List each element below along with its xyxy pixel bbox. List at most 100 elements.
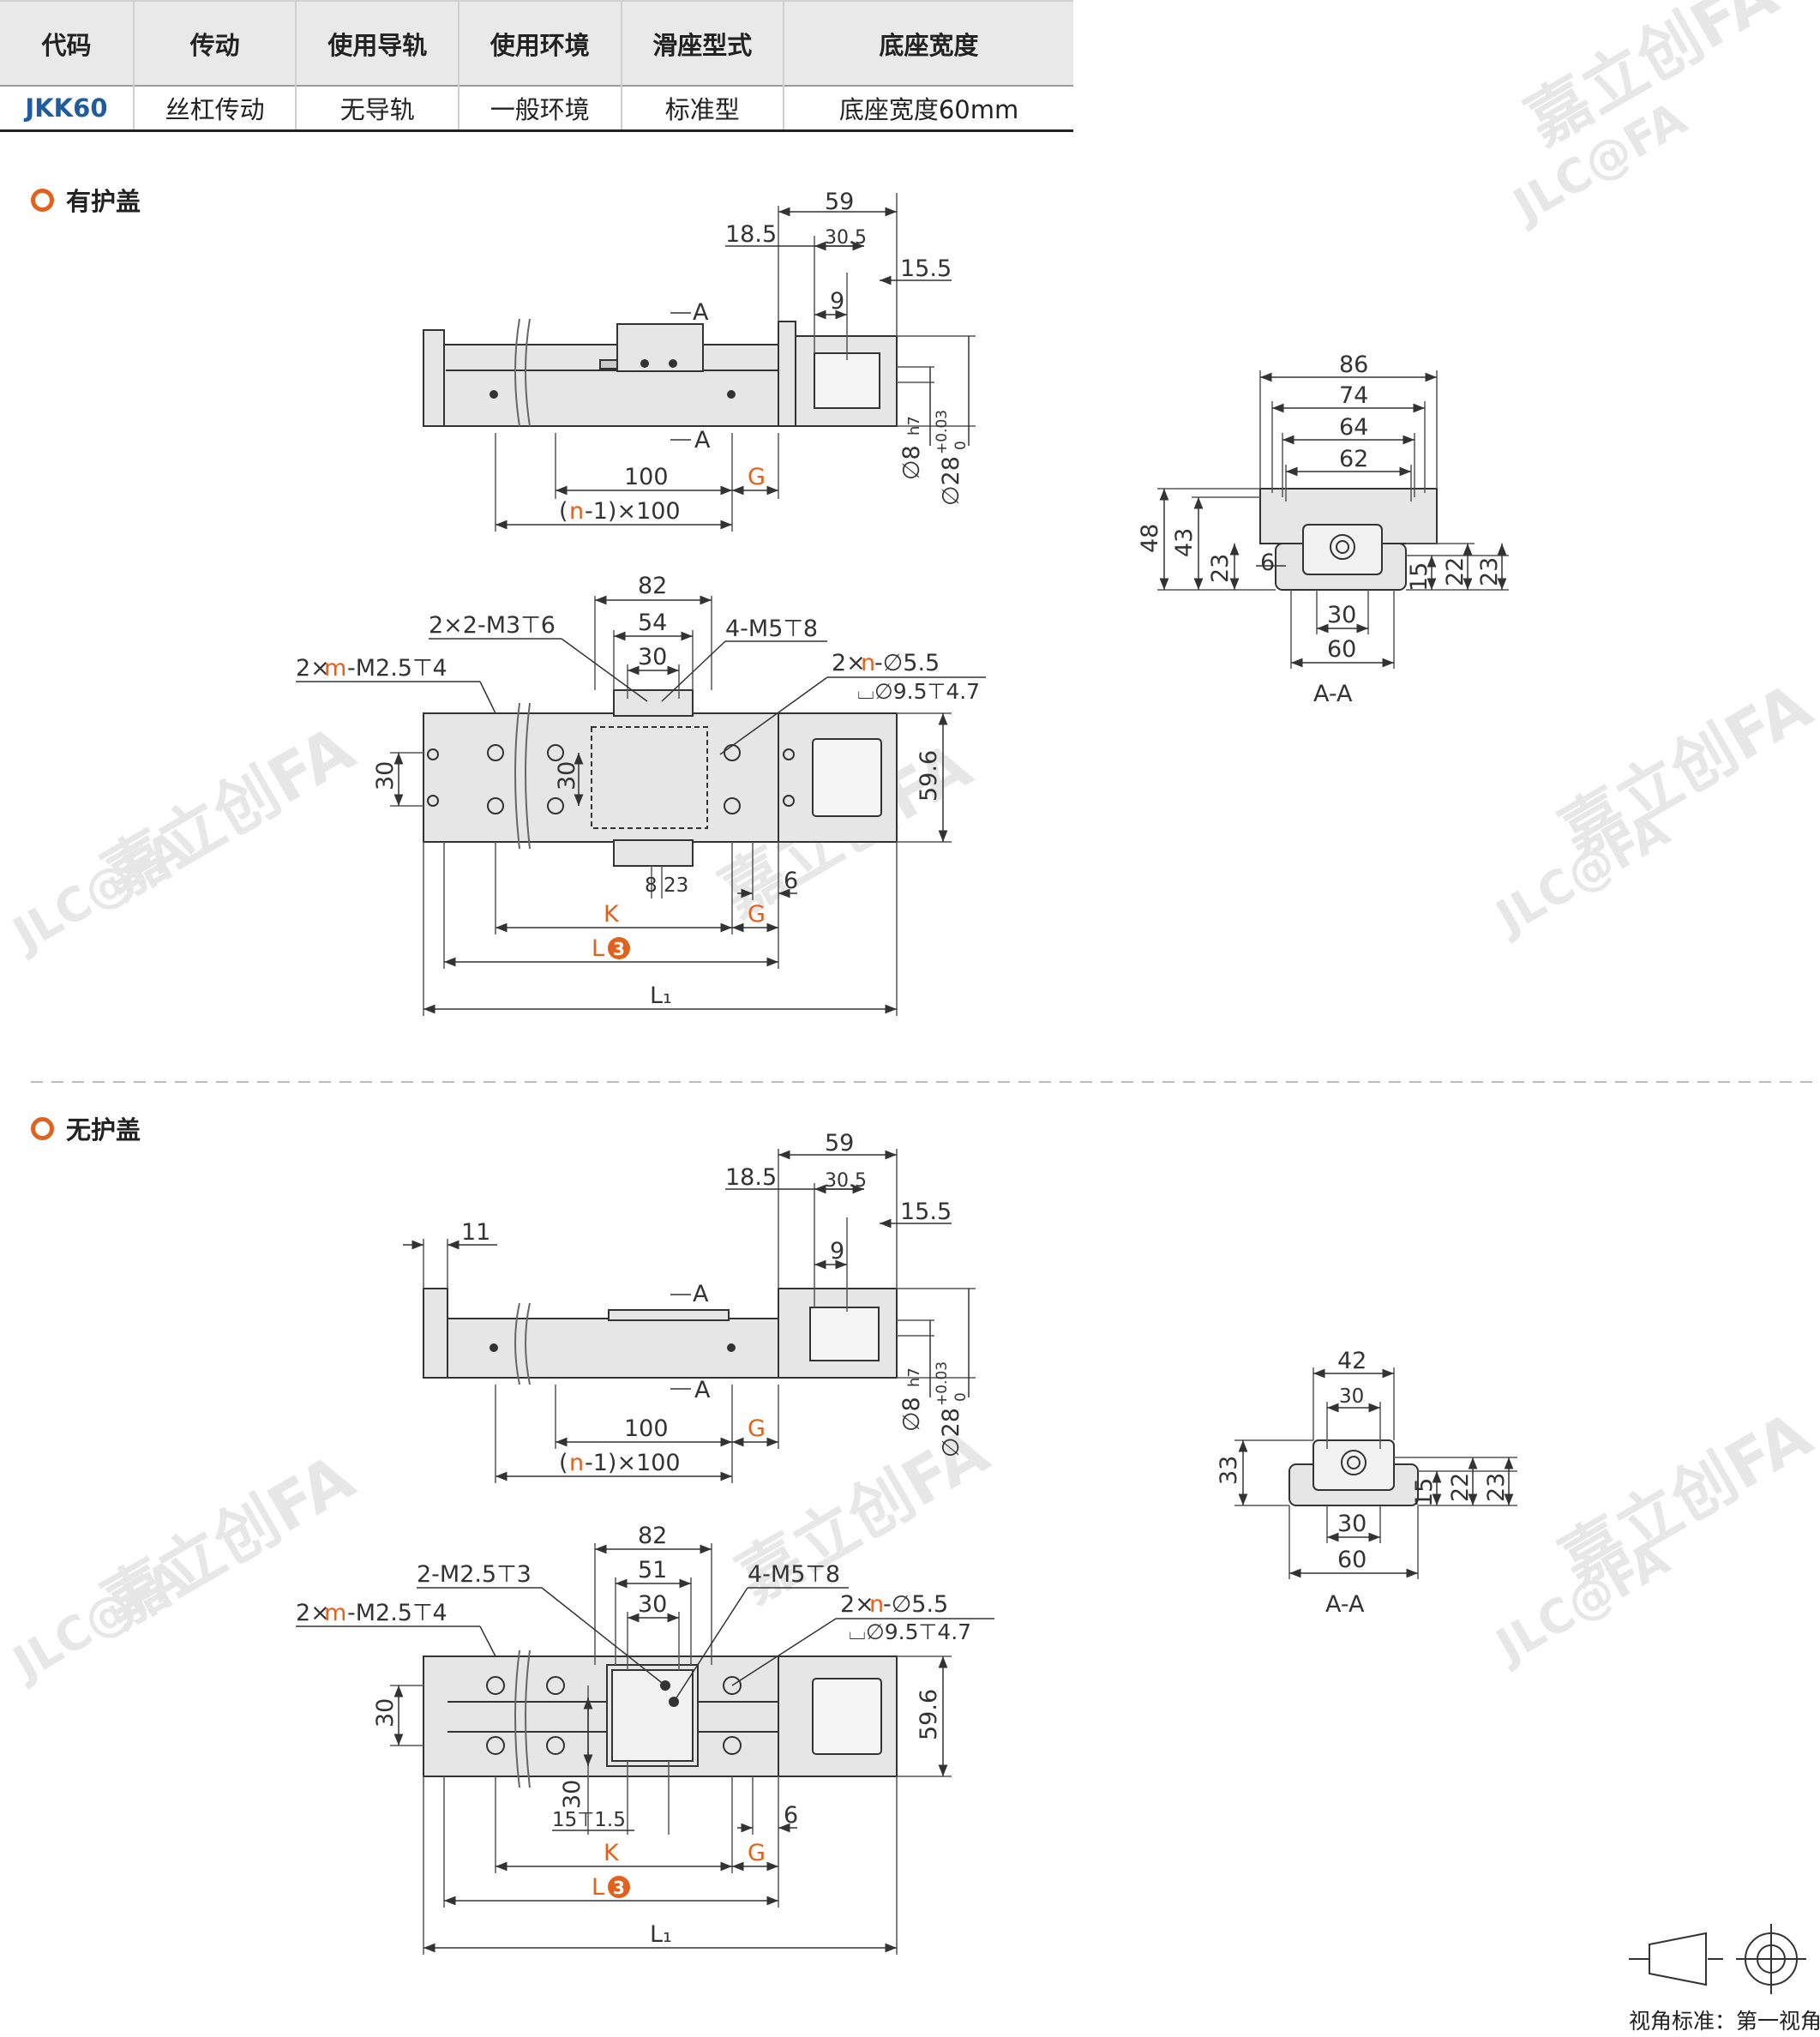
- svg-text:30: 30: [372, 761, 399, 790]
- svg-text:JLC@FA: JLC@FA: [2, 820, 195, 963]
- svg-text:23: 23: [1207, 554, 1234, 583]
- svg-text:2×: 2×: [296, 1600, 330, 1626]
- svg-text:G: G: [748, 1415, 766, 1442]
- svg-text:30: 30: [638, 1591, 667, 1618]
- value-slider-type: 标准型: [621, 85, 785, 132]
- header-guide: 使用导轨: [296, 0, 460, 86]
- svg-text:59: 59: [825, 1130, 854, 1157]
- aa-view-without-cover: [1288, 1439, 1419, 1506]
- svg-text:15.5: 15.5: [900, 1199, 952, 1225]
- svg-text:74: 74: [1339, 382, 1368, 409]
- svg-text:K: K: [604, 901, 620, 928]
- value-environment: 一般环境: [458, 85, 622, 132]
- svg-text:15.5: 15.5: [900, 255, 952, 282]
- svg-text:(: (: [559, 1450, 568, 1476]
- svg-text:48: 48: [1137, 524, 1163, 553]
- svg-text:43: 43: [1171, 528, 1198, 557]
- svg-text:2-M2.5⊤3: 2-M2.5⊤3: [417, 1561, 532, 1588]
- svg-text:A: A: [693, 299, 709, 326]
- svg-text:L₁: L₁: [650, 1921, 672, 1948]
- value-drive: 丝杠传动: [133, 85, 297, 132]
- svg-text:m: m: [324, 655, 346, 682]
- svg-text:∅28: ∅28: [938, 1408, 964, 1457]
- view-standard-label: 视角标准：第一视角: [1629, 2009, 1820, 2034]
- svg-text:9: 9: [830, 288, 844, 315]
- svg-text:59.6: 59.6: [916, 1689, 942, 1740]
- svg-text:22: 22: [1442, 557, 1469, 586]
- plan-view-dimensions-bottom: 82 51 30 2-M2.5⊤3 4-M5⊤8 2× m -M2.5⊤4 2×…: [296, 1523, 994, 1955]
- svg-text:(: (: [559, 498, 568, 525]
- front-view-with-cover: [423, 318, 898, 427]
- svg-text:G: G: [748, 1840, 766, 1866]
- svg-text:-1)×100: -1)×100: [585, 1450, 681, 1476]
- front-view-dimensions-bottom: 11 59 18.5 30.5 15.5 9 A A 100 G ( n -1)…: [403, 1130, 976, 1483]
- svg-text:2×: 2×: [840, 1591, 874, 1618]
- svg-text:4-M5⊤8: 4-M5⊤8: [748, 1561, 840, 1588]
- svg-text:⌴∅9.5⊤4.7: ⌴∅9.5⊤4.7: [849, 1619, 971, 1644]
- svg-text:h7: h7: [905, 416, 923, 436]
- svg-text:6: 6: [784, 1802, 798, 1829]
- svg-text:+0.03: +0.03: [934, 1361, 951, 1406]
- svg-text:18.5: 18.5: [725, 1164, 777, 1191]
- svg-text:30: 30: [554, 761, 580, 790]
- svg-text:-∅5.5: -∅5.5: [883, 1591, 948, 1618]
- svg-text:A-A: A-A: [1313, 681, 1353, 707]
- svg-text:51: 51: [638, 1557, 667, 1583]
- aa-view-dimensions-top: 86 74 64 62 48 43 23 6 15 22 23 30 60 A-…: [1137, 352, 1509, 707]
- aa-view-with-cover: [1259, 488, 1438, 591]
- svg-text:+0.03: +0.03: [934, 410, 951, 454]
- svg-text:30: 30: [1339, 1385, 1364, 1408]
- svg-text:23: 23: [1483, 1473, 1510, 1502]
- svg-text:K: K: [604, 1840, 620, 1866]
- svg-text:A: A: [694, 427, 711, 454]
- section-with-cover-label: 有护盖: [66, 187, 141, 216]
- svg-text:n: n: [569, 1450, 584, 1476]
- plan-view-dimensions-top: 82 54 30 2×2-M3⊤6 4-M5⊤8 2× m -M2.5⊤4 2×…: [296, 573, 986, 1016]
- svg-text:2×2-M3⊤6: 2×2-M3⊤6: [429, 612, 556, 639]
- svg-text:15: 15: [1411, 1478, 1438, 1507]
- svg-text:64: 64: [1339, 414, 1368, 441]
- svg-text:23: 23: [1476, 557, 1503, 586]
- header-base-width: 底座宽度: [784, 0, 1073, 86]
- header-environment: 使用环境: [458, 0, 622, 86]
- spec-value-row: JKK60 丝杠传动 无导轨 一般环境 标准型 底座宽度60mm: [0, 85, 1073, 132]
- svg-text:-1)×100: -1)×100: [585, 498, 681, 525]
- svg-text:n: n: [569, 498, 584, 525]
- svg-text:22: 22: [1447, 1473, 1474, 1502]
- watermark: 嘉立创FA JLC@FA 嘉立创FA JLC@FA 嘉立创FA JLC@FA 嘉…: [2, 0, 1820, 1691]
- plan-view-without-cover: [423, 1649, 898, 1788]
- svg-text:9: 9: [830, 1238, 844, 1265]
- svg-text:62: 62: [1339, 446, 1368, 472]
- svg-text:30.5: 30.5: [825, 1170, 867, 1192]
- svg-text:3: 3: [613, 1878, 625, 1898]
- svg-text:A-A: A-A: [1325, 1591, 1365, 1618]
- svg-text:59: 59: [825, 189, 854, 215]
- svg-text:30.5: 30.5: [825, 227, 867, 249]
- svg-text:82: 82: [638, 573, 667, 599]
- section-without-cover: 无护盖: [31, 1110, 141, 1146]
- svg-text:11: 11: [461, 1219, 490, 1246]
- aa-view-dimensions-bottom: 42 30 33 15 22 23 30 60 A-A: [1216, 1348, 1517, 1618]
- svg-text:JLC@FA: JLC@FA: [2, 1548, 195, 1691]
- svg-text:59.6: 59.6: [916, 750, 942, 802]
- svg-text:23: 23: [664, 874, 688, 897]
- svg-text:15⊤1.5: 15⊤1.5: [552, 1809, 626, 1831]
- svg-text:3: 3: [613, 939, 625, 959]
- svg-text:m: m: [324, 1600, 346, 1626]
- svg-text:100: 100: [624, 1415, 669, 1442]
- circle-bullet-icon: [31, 1116, 54, 1140]
- svg-text:86: 86: [1339, 352, 1368, 378]
- svg-text:L: L: [592, 935, 604, 962]
- svg-text:0: 0: [952, 1392, 970, 1402]
- header-drive: 传动: [133, 0, 297, 86]
- svg-text:2×: 2×: [832, 650, 866, 676]
- section-without-cover-label: 无护盖: [66, 1115, 141, 1145]
- svg-text:42: 42: [1337, 1348, 1367, 1374]
- circle-bullet-icon: [31, 188, 54, 212]
- svg-text:-∅5.5: -∅5.5: [874, 650, 940, 676]
- value-code: JKK60: [0, 85, 135, 132]
- spec-header-row: 代码 传动 使用导轨 使用环境 滑座型式 底座宽度: [0, 0, 1073, 86]
- front-view-without-cover: [423, 1288, 898, 1385]
- svg-text:6: 6: [784, 868, 798, 894]
- first-angle-projection-icon: [1629, 1924, 1806, 1994]
